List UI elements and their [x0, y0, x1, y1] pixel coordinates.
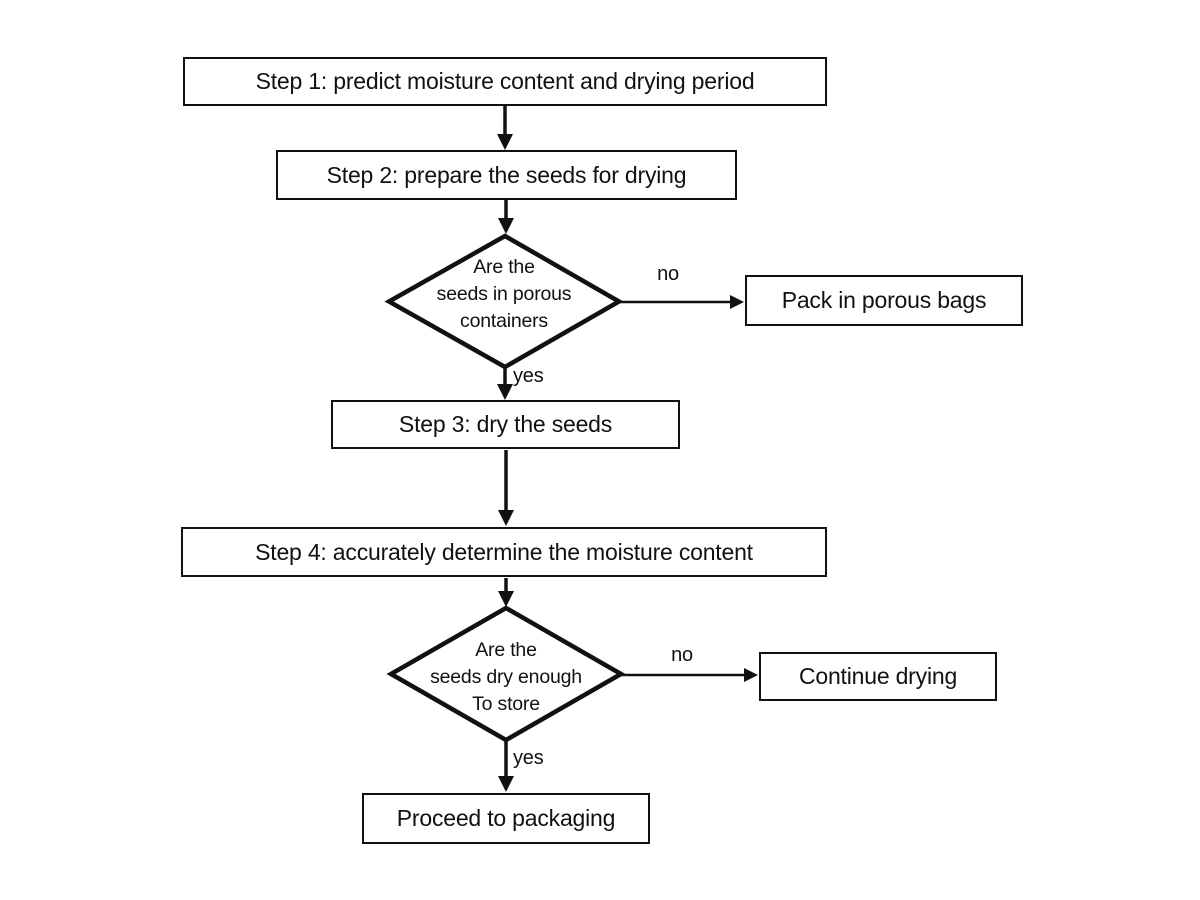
edge-label-decision1-yes: yes [513, 365, 544, 387]
node-step1: Step 1: predict moisture content and dry… [183, 57, 827, 106]
arrow-decision1-no-to-pack-bags [619, 295, 744, 309]
node-pack-in-porous-bags: Pack in porous bags [745, 275, 1023, 326]
decision1-line1: Are the [473, 256, 535, 278]
arrow-step3-to-step4 [498, 450, 514, 526]
decision1-line3: containers [460, 310, 548, 332]
arrow-decision1-yes-to-step3 [497, 367, 513, 400]
decision2-line3: To store [472, 693, 540, 715]
decision1-text: Are the seeds in porous containers [404, 254, 604, 335]
arrow-decision2-yes-to-proceed [498, 741, 514, 792]
arrow-step4-to-decision2 [498, 578, 514, 607]
node-step4: Step 4: accurately determine the moistur… [181, 527, 827, 577]
edge-label-decision2-no: no [671, 644, 693, 666]
node-proceed-to-packaging: Proceed to packaging [362, 793, 650, 844]
arrow-step1-to-step2 [497, 106, 513, 150]
node-step2: Step 2: prepare the seeds for drying [276, 150, 737, 200]
decision2-diamond-shape [386, 605, 626, 743]
decision1-line2: seeds in porous [436, 283, 572, 305]
edge-label-decision2-yes: yes [513, 747, 544, 769]
edge-label-decision1-no: no [657, 263, 679, 285]
node-continue-drying: Continue drying [759, 652, 997, 701]
arrow-step2-to-decision1 [498, 200, 514, 234]
decision2-text: Are the seeds dry enough To store [406, 637, 606, 718]
decision2-line1: Are the [475, 639, 537, 661]
node-step3: Step 3: dry the seeds [331, 400, 680, 449]
arrow-decision2-no-to-continue-drying [621, 668, 758, 682]
decision2-line2: seeds dry enough [430, 666, 582, 688]
